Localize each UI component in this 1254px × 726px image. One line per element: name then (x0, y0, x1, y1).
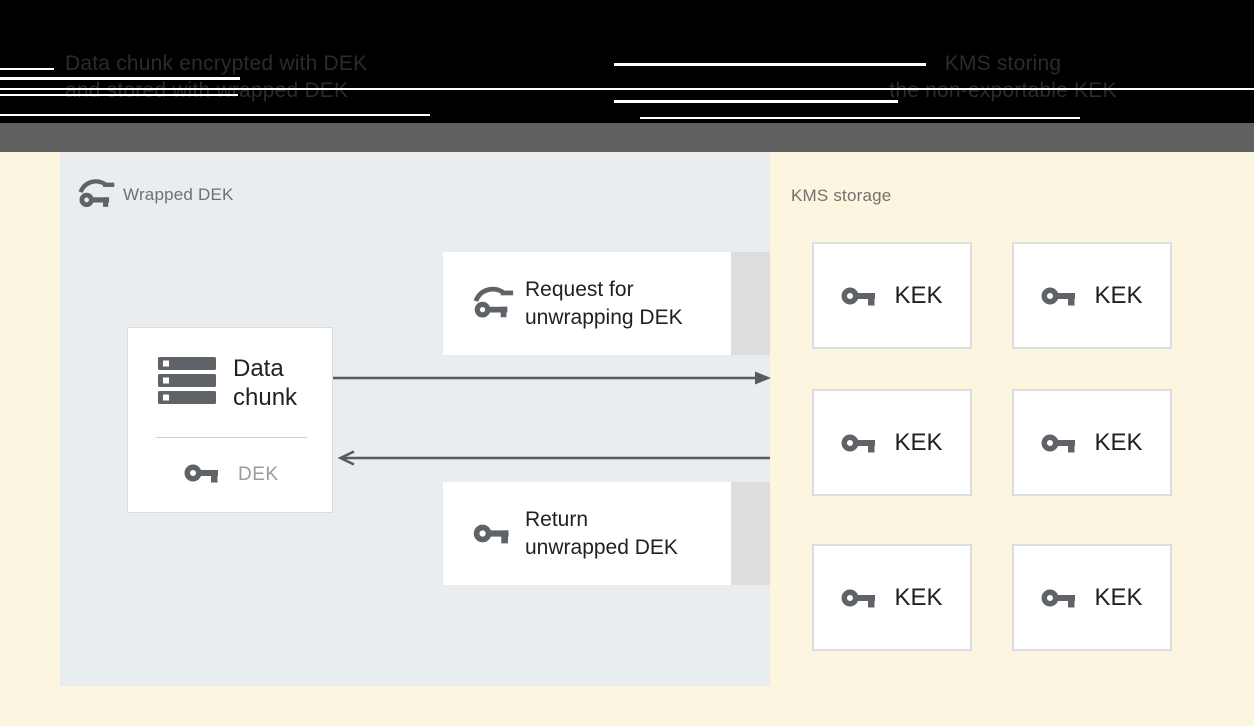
header-divider-bar (0, 123, 1254, 152)
data-chunk-line2: chunk (233, 384, 298, 411)
glitch-line (0, 88, 1254, 90)
kek-card: KEK (812, 544, 972, 651)
glitch-line (0, 68, 54, 70)
header-caption-left: Data chunk encrypted with DEK and stored… (65, 50, 367, 104)
key-icon (1041, 434, 1076, 452)
request-card-text: Request for unwrapping DEK (525, 276, 683, 332)
key-icon (841, 434, 876, 452)
return-unwrapped-card: Return unwrapped DEK (443, 482, 731, 585)
header-caption-right-line1: KMS storing (944, 52, 1062, 75)
key-icon (841, 287, 876, 305)
key-icon (841, 589, 876, 607)
key-icon (184, 464, 218, 483)
kms-storage-label: KMS storage (791, 186, 892, 205)
request-line1: Request for (525, 278, 634, 301)
request-arrow (333, 371, 771, 385)
glitch-line (614, 100, 898, 103)
wrapped-dek-label: Wrapped DEK (123, 185, 234, 204)
glitch-line (0, 114, 430, 116)
kek-card: KEK (1012, 544, 1172, 651)
kek-card: KEK (812, 389, 972, 496)
key-icon (473, 524, 509, 544)
kek-label: KEK (894, 281, 943, 309)
card-divider (156, 437, 307, 438)
header-caption-left-line2: and stored with wrapped DEK (65, 79, 349, 102)
wrapped-key-icon (78, 179, 115, 208)
glitch-line (0, 77, 240, 80)
glitch-line (640, 117, 1080, 119)
glitch-line (614, 63, 926, 66)
data-chunk-line1: Data (233, 355, 284, 382)
kek-label: KEK (894, 428, 943, 456)
glitch-line (0, 94, 238, 96)
request-card-edge-strip (731, 252, 770, 355)
return-card-edge-strip (731, 482, 770, 585)
key-icon (1041, 287, 1076, 305)
header-band: Data chunk encrypted with DEK and stored… (0, 0, 1254, 123)
kek-card: KEK (812, 242, 972, 349)
dek-label: DEK (238, 464, 279, 485)
key-icon (1041, 589, 1076, 607)
kek-card: KEK (1012, 389, 1172, 496)
header-caption-left-line1: Data chunk encrypted with DEK (65, 52, 368, 75)
kek-label: KEK (894, 583, 943, 611)
kek-label: KEK (1094, 428, 1143, 456)
header-caption-right-line2: the non-exportable KEK (889, 79, 1117, 102)
data-chunk-card: Data chunk DEK (127, 327, 333, 513)
request-line2: unwrapping DEK (525, 306, 683, 329)
return-card-text: Return unwrapped DEK (525, 506, 678, 562)
return-line1: Return (525, 508, 589, 531)
kek-label: KEK (1094, 583, 1143, 611)
data-chunk-title: Data chunk (233, 354, 297, 412)
return-arrow (337, 450, 770, 466)
data-stack-icon (158, 357, 216, 404)
header-caption-right: KMS storing the non-exportable KEK (858, 50, 1148, 104)
kek-grid: KEK KEK KEK KEK KEK (812, 242, 1172, 651)
kek-card: KEK (1012, 242, 1172, 349)
return-line2: unwrapped DEK (525, 536, 678, 559)
request-unwrapping-card: Request for unwrapping DEK (443, 252, 731, 355)
kek-label: KEK (1094, 281, 1143, 309)
wrapped-key-icon (473, 286, 514, 318)
